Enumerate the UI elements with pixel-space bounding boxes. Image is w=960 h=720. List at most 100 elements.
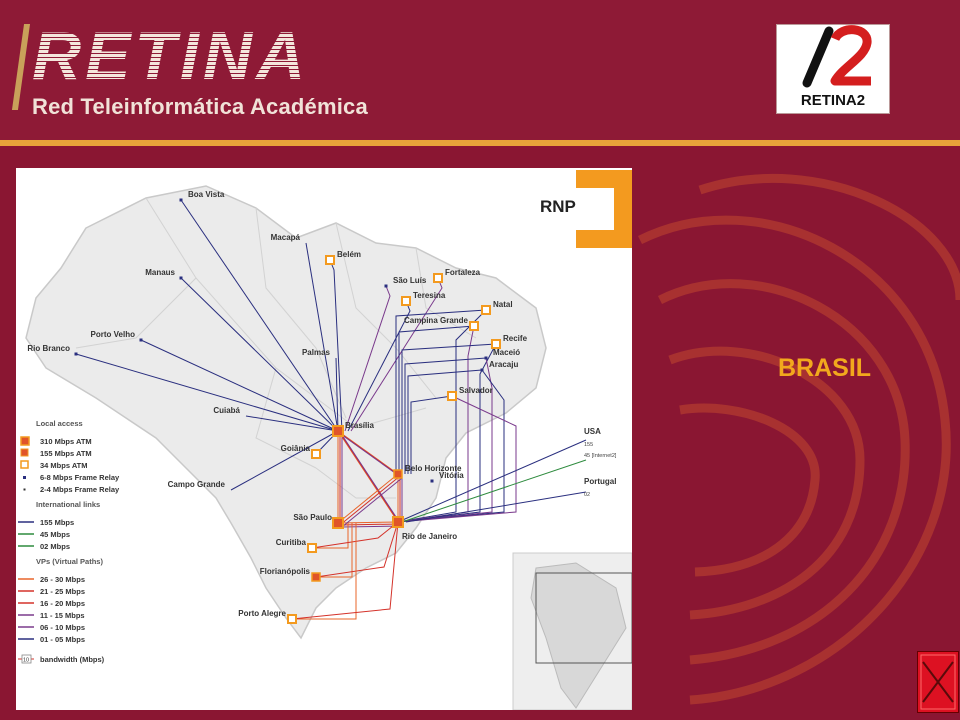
node-marker-34: [491, 339, 501, 349]
legend-item: 11 - 15 Mbps: [40, 611, 85, 620]
city-label: Florianópolis: [260, 567, 311, 576]
city-label: Curitiba: [276, 538, 307, 547]
legend-swatch: [23, 476, 26, 479]
node-marker-34: [325, 255, 335, 265]
city-label: Porto Alegre: [238, 609, 286, 618]
intl-destination: USA: [584, 427, 601, 436]
node-marker-frame-relay: [384, 284, 388, 288]
legend-item: 06 - 10 Mbps: [40, 623, 85, 632]
city-label: Salvador: [459, 386, 493, 395]
retina2-label: RETINA2: [800, 92, 866, 109]
city-label: Goiânia: [281, 444, 311, 453]
node-marker-34: [311, 449, 321, 459]
city-label: Rio de Janeiro: [402, 532, 457, 541]
retina-logo: RETINA Red Teleinformática Académica: [32, 22, 368, 120]
legend-title: VPs (Virtual Paths): [36, 557, 103, 566]
city-label: Natal: [493, 300, 513, 309]
city-label: Fortaleza: [445, 268, 481, 277]
logo-tagline: Red Teleinformática Académica: [32, 94, 368, 119]
node-marker-frame-relay: [430, 479, 434, 483]
city-label: Porto Velho: [91, 330, 136, 339]
intl-link-label: 155: [584, 442, 593, 448]
city-label: Cuiabá: [213, 406, 240, 415]
node-marker-frame-relay: [74, 352, 78, 356]
city-label: São Luís: [393, 276, 427, 285]
legend-item: 155 Mbps ATM: [40, 449, 92, 458]
node-marker-34: [481, 305, 491, 315]
legend-swatch: [20, 460, 29, 469]
legend-item: 6-8 Mbps Frame Relay: [40, 473, 120, 482]
legend-item: 26 - 30 Mbps: [40, 575, 85, 584]
city-label: Macapá: [271, 233, 301, 242]
node-marker-frame-relay: [179, 198, 183, 202]
rnp-label: RNP: [540, 197, 576, 216]
arrow-icon: [920, 654, 956, 710]
city-label: Brasília: [345, 421, 374, 430]
legend-item: 21 - 25 Mbps: [40, 587, 85, 596]
node-marker-frame-relay: [179, 276, 183, 280]
node-marker-310: [332, 425, 344, 437]
map-legend: Local access 310 Mbps ATM 155 Mbps ATM 34 M…: [18, 419, 120, 664]
city-label: Campina Grande: [404, 316, 469, 325]
state-borders: [75, 197, 477, 499]
city-label: Campo Grande: [168, 480, 226, 489]
legend-swatch: [20, 448, 29, 457]
legend-item: 155 Mbps: [40, 518, 74, 527]
city-label: Recife: [503, 334, 528, 343]
city-label: Palmas: [302, 348, 331, 357]
city-label: Teresina: [413, 291, 446, 300]
legend-item: 34 Mbps ATM: [40, 461, 88, 470]
city-label: Belém: [337, 250, 361, 259]
city-label: Rio Branco: [27, 344, 70, 353]
page-title: BRASIL: [778, 354, 872, 382]
intl-link-label: 02: [584, 492, 590, 498]
legend-item: 310 Mbps ATM: [40, 437, 92, 446]
rnp-logo: RNP: [540, 170, 632, 248]
city-label: Belo Horizonte: [405, 464, 462, 473]
node-marker-34: [401, 296, 411, 306]
header-divider: [0, 140, 960, 146]
node-marker-frame-relay: [484, 356, 488, 360]
brazil-landmass: [25, 185, 547, 640]
node-marker-frame-relay: [480, 368, 484, 372]
legend-item: 2-4 Mbps Frame Relay: [40, 485, 120, 494]
legend-item: bandwidth (Mbps): [40, 655, 105, 664]
legend-title: Local access: [36, 419, 83, 428]
legend-swatch: [20, 436, 30, 446]
node-marker-155: [393, 469, 403, 479]
intl-link-label: 45 [Internet2]: [584, 453, 617, 459]
node-marker-34: [307, 543, 317, 553]
next-slide-button[interactable]: [917, 651, 959, 713]
node-marker-34: [433, 273, 443, 283]
legend-item: 45 Mbps: [40, 530, 70, 539]
node-marker-155: [311, 572, 321, 582]
city-label: Manaus: [145, 268, 175, 277]
legend-item: 01 - 05 Mbps: [40, 635, 85, 644]
node-marker-34: [447, 391, 457, 401]
network-links: [75, 199, 587, 620]
retina2-mark-icon: [802, 25, 872, 88]
node-marker-310: [392, 516, 404, 528]
intl-destination: Portugal: [584, 477, 616, 486]
legend-bandwidth-sample: 10: [23, 658, 29, 664]
city-label: Boa Vista: [188, 190, 225, 199]
city-label: Vitória: [439, 471, 464, 480]
node-marker-34: [287, 614, 297, 624]
node-marker-34: [469, 321, 479, 331]
city-label: Aracaju: [489, 360, 518, 369]
city-label: São Paulo: [293, 513, 332, 522]
south-america-inset: [512, 552, 632, 710]
legend-swatch: [21, 654, 32, 664]
node-marker-310: [332, 517, 344, 529]
logo-wordmark: RETINA: [32, 22, 368, 90]
legend-item: 16 - 20 Mbps: [40, 599, 85, 608]
city-label: Maceió: [493, 348, 520, 357]
legend-item: 02 Mbps: [40, 542, 70, 551]
legend-title: International links: [36, 500, 100, 509]
retina2-logo: RETINA2: [776, 24, 890, 114]
legend-swatch: [23, 488, 26, 491]
node-marker-frame-relay: [139, 338, 143, 342]
